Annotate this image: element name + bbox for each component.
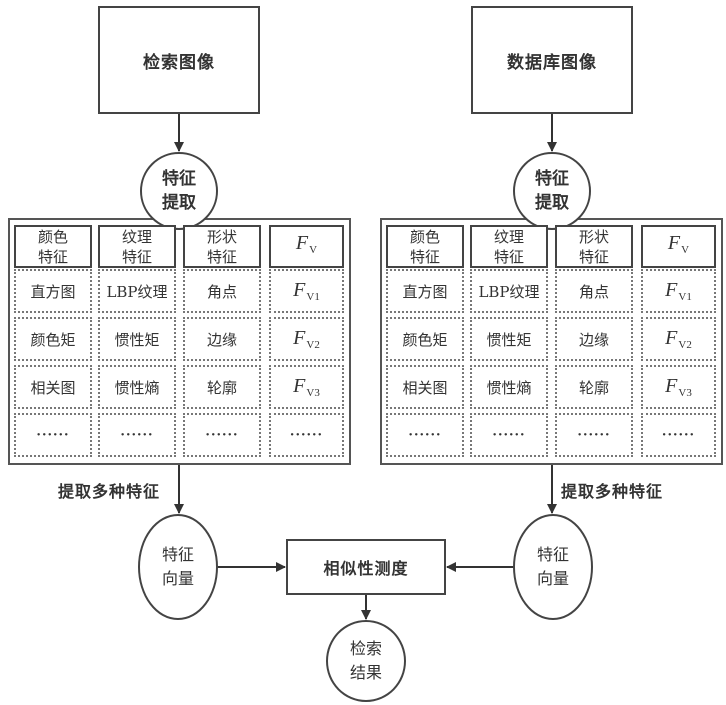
table-cell: 边缘 (183, 317, 261, 361)
header-feature-vector: FV (641, 225, 716, 268)
feature-extraction-circle-right: 特征 提取 (513, 152, 591, 230)
database-image-label: 数据库图像 (507, 52, 597, 73)
ellipsis: ······ (120, 427, 154, 443)
table-cell: 惯性矩 (98, 317, 176, 361)
feature-vector-ellipse-right: 特征 向量 (513, 514, 593, 620)
ellipsis: ······ (408, 427, 442, 443)
header-color-features: 颜色 特征 (14, 225, 92, 268)
fv-symbol: FV (667, 232, 690, 256)
ellipsis: ······ (577, 427, 611, 443)
cell-color: 颜色矩 (30, 330, 76, 349)
feature-vector-label: 特征 向量 (536, 545, 569, 588)
fv-component: FV3 (665, 375, 692, 399)
table-cell: FV1 (641, 269, 716, 313)
header-shape-features: 形状 特征 (555, 225, 633, 268)
query-image-label: 检索图像 (143, 52, 215, 73)
cell-texture: 惯性熵 (114, 378, 160, 397)
table-cell: 相关图 (14, 365, 92, 409)
cell-color: 直方图 (402, 282, 448, 301)
feature-extraction-circle-left: 特征 提取 (140, 152, 218, 230)
ellipsis: ······ (205, 427, 239, 443)
retrieval-result-label: 检索 结果 (349, 639, 382, 682)
cell-color: 相关图 (30, 378, 76, 397)
table-cell: FV1 (269, 269, 344, 313)
cell-shape: 轮廓 (578, 378, 609, 397)
table-cell: ······ (14, 413, 92, 457)
header-texture-features: 纹理 特征 (98, 225, 176, 268)
feature-extraction-label: 特征 提取 (162, 169, 196, 213)
similarity-measure-label: 相似性测度 (323, 559, 409, 578)
table-cell: FV3 (269, 365, 344, 409)
table-cell: 直方图 (14, 269, 92, 313)
cell-color: 颜色矩 (402, 330, 448, 349)
table-cell: ······ (269, 413, 344, 457)
table-cell: LBP纹理 (470, 269, 548, 313)
table-cell: 边缘 (555, 317, 633, 361)
fv-component: FV2 (665, 327, 692, 351)
header-feature-vector: FV (269, 225, 344, 268)
feature-vector-label: 特征 向量 (161, 545, 194, 588)
table-cell: ······ (386, 413, 464, 457)
cell-shape: 边缘 (578, 330, 609, 349)
table-cell: 角点 (183, 269, 261, 313)
table-cell: 惯性矩 (470, 317, 548, 361)
fv-symbol: FV (295, 232, 318, 256)
table-cell: 轮廓 (555, 365, 633, 409)
table-cell: ······ (98, 413, 176, 457)
ellipsis: ······ (661, 427, 696, 443)
fv-component: FV1 (293, 279, 320, 303)
cell-shape: 边缘 (206, 330, 237, 349)
ellipsis: ······ (36, 427, 70, 443)
cell-color: 相关图 (402, 378, 448, 397)
cell-texture: 惯性矩 (114, 330, 160, 349)
table-cell: ······ (183, 413, 261, 457)
fv-component: FV1 (665, 279, 692, 303)
fv-component: FV3 (293, 375, 320, 399)
table-cell: 颜色矩 (14, 317, 92, 361)
header-color-features: 颜色 特征 (386, 225, 464, 268)
cell-color: 直方图 (30, 282, 76, 301)
extract-multi-features-label-right: 提取多种特征 (561, 482, 664, 501)
table-cell: FV2 (641, 317, 716, 361)
retrieval-result-ellipse: 检索 结果 (326, 620, 406, 702)
table-cell: 惯性熵 (98, 365, 176, 409)
query-image-box: 检索图像 (98, 6, 260, 114)
header-texture-features: 纹理 特征 (470, 225, 548, 268)
cell-shape: 角点 (578, 282, 609, 301)
database-image-box: 数据库图像 (471, 6, 633, 114)
cell-texture: 惯性熵 (486, 378, 532, 397)
fv-component: FV2 (293, 327, 320, 351)
table-cell: 轮廓 (183, 365, 261, 409)
table-cell: LBP纹理 (98, 269, 176, 313)
header-shape-features: 形状 特征 (183, 225, 261, 268)
table-cell: FV3 (641, 365, 716, 409)
table-cell: 惯性熵 (470, 365, 548, 409)
table-cell: ······ (641, 413, 716, 457)
cell-shape: 轮廓 (206, 378, 237, 397)
ellipsis: ······ (289, 427, 324, 443)
table-cell: 直方图 (386, 269, 464, 313)
table-cell: ······ (555, 413, 633, 457)
cell-texture: 惯性矩 (486, 330, 532, 349)
table-cell: 颜色矩 (386, 317, 464, 361)
cell-texture: LBP纹理 (106, 282, 168, 301)
ellipsis: ······ (492, 427, 526, 443)
similarity-measure-box: 相似性测度 (286, 539, 446, 595)
table-cell: FV2 (269, 317, 344, 361)
table-cell: 相关图 (386, 365, 464, 409)
feature-extraction-label: 特征 提取 (535, 169, 569, 213)
table-cell: 角点 (555, 269, 633, 313)
cell-shape: 角点 (206, 282, 237, 301)
cell-texture: LBP纹理 (478, 282, 540, 301)
extract-multi-features-label-left: 提取多种特征 (58, 482, 161, 501)
table-cell: ······ (470, 413, 548, 457)
feature-vector-ellipse-left: 特征 向量 (138, 514, 218, 620)
